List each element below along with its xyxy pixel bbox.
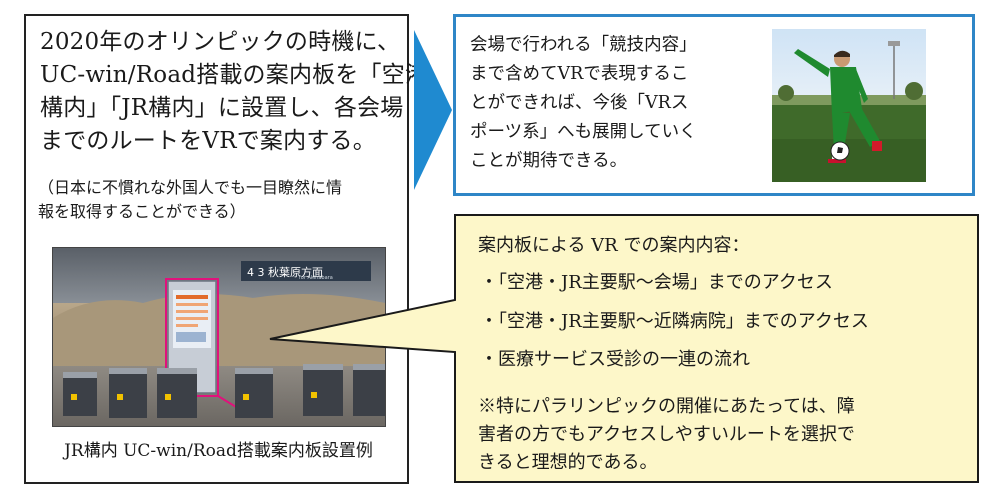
- callout-bullet: ・「空港・JR主要駅〜近隣病院」までのアクセス: [480, 311, 869, 332]
- callout-note: ※特にパラリンピックの開催にあたっては、障 害者の方でもアクセスしやすいルートを…: [478, 396, 855, 473]
- top-right-text: 会場で行われる「競技内容」 まで含めてVRで表現するこ とができれば、今後「VR…: [470, 35, 697, 171]
- left-note-text: （日本に不慣れな外国人でも一目瞭然に情 報を取得することができる）: [38, 178, 343, 221]
- station-sign: [241, 261, 371, 281]
- station-gate-illustration: 4 3 秋葉原方面 for Akihabara: [53, 248, 385, 426]
- blue-arrow-shape: [414, 30, 452, 190]
- station-gate-image: 4 3 秋葉原方面 for Akihabara: [52, 247, 386, 427]
- top-right-panel: 会場で行われる「競技内容」 まで含めてVRで表現するこ とができれば、今後「VR…: [453, 14, 975, 196]
- callout-bullet: ・「空港・JR主要駅〜会場」までのアクセス: [480, 272, 833, 293]
- callout-title: 案内板による VR での案内内容：: [478, 235, 750, 256]
- soccer-player-illustration: [772, 29, 926, 182]
- station-sign-subtext: for Akihabara: [299, 275, 333, 281]
- soccer-player-image: [772, 29, 926, 182]
- station-sign-text: 4 3 秋葉原方面: [247, 265, 323, 279]
- image-caption: JR構内 UC-win/Road搭載案内板設置例: [64, 441, 373, 461]
- callout-content: 案内板による VR での案内内容： ・「空港・JR主要駅〜会場」までのアクセス …: [478, 231, 958, 473]
- left-main-text: 2020年のオリンピックの時機に、 UC-win/Road搭載の案内板を「空港 …: [40, 29, 429, 154]
- callout-bullet: ・医療サービス受診の一連の流れ: [480, 349, 750, 370]
- left-text-panel: 2020年のオリンピックの時機に、 UC-win/Road搭載の案内板を「空港 …: [24, 14, 429, 484]
